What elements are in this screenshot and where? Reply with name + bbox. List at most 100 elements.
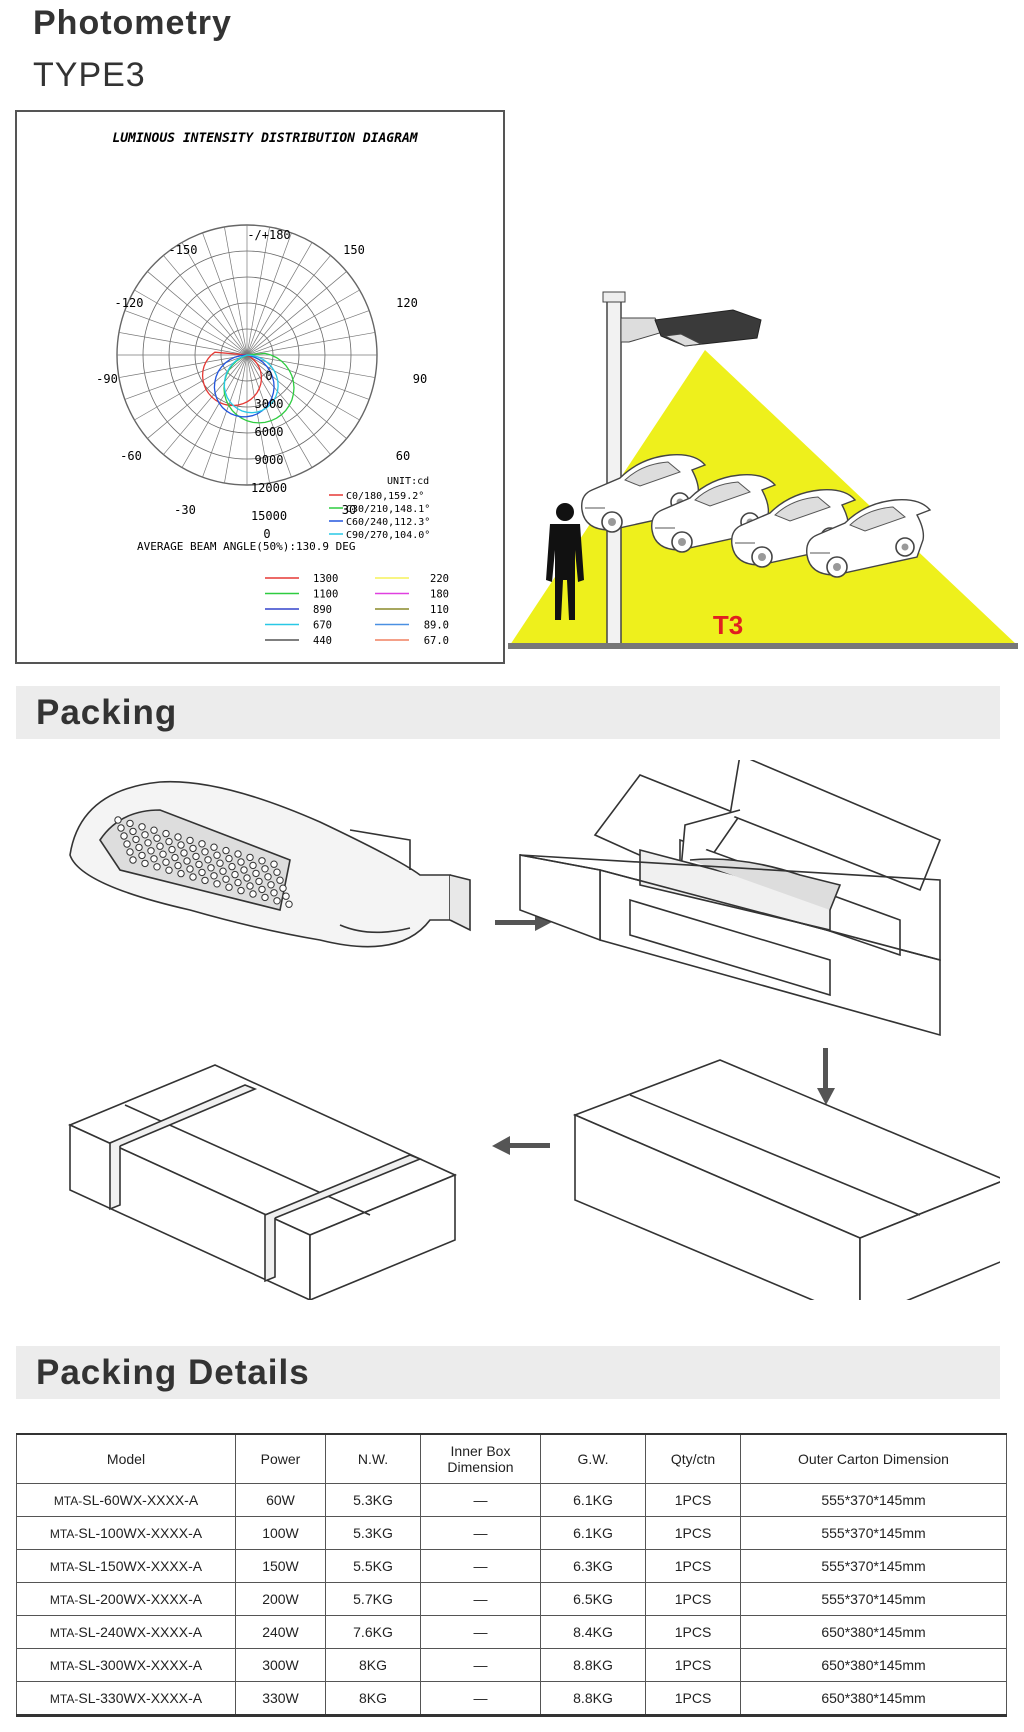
model-cell: MTA-SL-300WX-XXXX-A <box>16 1648 236 1682</box>
polar-grid <box>116 224 378 486</box>
model-prefix: MTA- <box>49 1692 79 1706</box>
nw-cell: 5.5KG <box>325 1549 421 1583</box>
radial-label-3000: 3000 <box>255 397 284 411</box>
header-inner-line2: Dimension <box>447 1459 514 1475</box>
gw-cell: 8.8KG <box>540 1648 646 1682</box>
model-prefix: MTA- <box>49 1593 79 1607</box>
value-legend-label: 89.0 <box>424 620 449 632</box>
value-legend-label: 180 <box>430 589 449 601</box>
luminaire-drawing <box>69 780 471 948</box>
model-cell: MTA-SL-330WX-XXXX-A <box>16 1681 236 1717</box>
header-power: Power <box>235 1433 326 1484</box>
header-model: Model <box>16 1433 236 1484</box>
power-cell: 150W <box>235 1549 326 1583</box>
nw-cell: 5.7KG <box>325 1582 421 1616</box>
angle-label-p60: 60 <box>396 449 410 463</box>
gw-cell: 6.3KG <box>540 1549 646 1583</box>
qty-cell: 1PCS <box>645 1549 741 1583</box>
arrow-down <box>817 1048 835 1105</box>
angle-label-m120: -120 <box>115 296 144 310</box>
fixture-arm <box>663 333 703 347</box>
outer-carton-cell: 555*370*145mm <box>740 1549 1007 1583</box>
outer-carton-cell: 555*370*145mm <box>740 1516 1007 1550</box>
model-name: SL-60WX-XXXX-A <box>82 1492 199 1508</box>
curve-legend: C0/180,159.2° C30/210,148.1° C60/240,112.3… <box>329 491 430 541</box>
model-name: SL-100WX-XXXX-A <box>78 1525 203 1541</box>
radial-label-9000: 9000 <box>255 453 284 467</box>
light-pole <box>606 295 622 647</box>
radial-label-15000: 15000 <box>251 509 287 523</box>
inner-box-cell: — <box>420 1582 541 1616</box>
packing-title: Packing <box>36 693 178 732</box>
angle-label-p120: 120 <box>396 296 418 310</box>
curve-legend-label: C60/240,112.3° <box>346 517 430 528</box>
nw-cell: 7.6KG <box>325 1615 421 1649</box>
packing-details-title: Packing Details <box>36 1353 310 1392</box>
angle-label-m90: -90 <box>96 372 118 386</box>
header-nw: N.W. <box>325 1433 421 1484</box>
model-name: SL-150WX-XXXX-A <box>78 1558 203 1574</box>
inner-box-cell: — <box>420 1516 541 1550</box>
model-prefix: MTA- <box>49 1659 79 1673</box>
qty-cell: 1PCS <box>645 1648 741 1682</box>
inner-box-cell: — <box>420 1648 541 1682</box>
angle-label-p150: 150 <box>343 243 365 257</box>
value-legend-label: 440 <box>313 635 332 647</box>
header-gw: G.W. <box>540 1433 646 1484</box>
gw-cell: 6.1KG <box>540 1516 646 1550</box>
model-name: SL-330WX-XXXX-A <box>78 1690 203 1706</box>
angle-label-0: 0 <box>263 527 270 541</box>
packing-details-table: Model Power N.W. Inner Box Dimension G.W… <box>16 1433 1007 1717</box>
value-legend-label: 1300 <box>313 573 338 585</box>
ground-line <box>508 643 1018 649</box>
t3-label: T3 <box>713 610 743 640</box>
intensity-curve <box>223 354 279 414</box>
photometry-type: TYPE3 <box>33 56 146 94</box>
polar-labels: -/+180 -150 150 -120 120 -90 90 -60 60 -… <box>96 228 427 541</box>
curve-legend-label: C30/210,148.1° <box>346 504 430 515</box>
inner-box-cell: — <box>420 1615 541 1649</box>
car-drawing <box>806 499 932 578</box>
model-prefix: MTA- <box>53 1494 83 1508</box>
header-inner-line1: Inner Box <box>450 1443 511 1459</box>
nw-cell: 5.3KG <box>325 1516 421 1550</box>
angle-label-m60: -60 <box>120 449 142 463</box>
nw-cell: 5.3KG <box>325 1483 421 1517</box>
taped-box-drawing <box>67 1064 458 1300</box>
packing-steps-illustration <box>67 760 1000 1300</box>
gw-cell: 6.5KG <box>540 1582 646 1616</box>
cars-group <box>581 454 932 578</box>
polar-diagram-svg: LUMINOUS INTENSITY DISTRIBUTION DIAGRAM … <box>96 131 449 647</box>
closed-box-drawing <box>572 1059 1000 1300</box>
angle-label-m30: -30 <box>174 503 196 517</box>
person-silhouette <box>546 503 584 620</box>
value-legend-label: 890 <box>313 604 332 616</box>
intensity-curve <box>213 354 275 418</box>
radial-label-12000: 12000 <box>251 481 287 495</box>
power-cell: 240W <box>235 1615 326 1649</box>
polar-curves <box>201 351 295 424</box>
model-cell: MTA-SL-240WX-XXXX-A <box>16 1615 236 1649</box>
power-cell: 100W <box>235 1516 326 1550</box>
angle-label-m150: -150 <box>169 243 198 257</box>
curve-legend-label: C0/180,159.2° <box>346 491 424 502</box>
pole-cap <box>602 291 626 303</box>
model-prefix: MTA- <box>49 1560 79 1574</box>
nw-cell: 8KG <box>325 1681 421 1717</box>
arrow-left <box>492 1136 550 1155</box>
open-box-drawing <box>519 760 942 1037</box>
outer-carton-cell: 555*370*145mm <box>740 1483 1007 1517</box>
value-legend-label: 1100 <box>313 589 338 601</box>
model-cell: MTA-SL-150WX-XXXX-A <box>16 1549 236 1583</box>
angle-label-p90: 90 <box>413 372 427 386</box>
header-inner-box: Inner Box Dimension <box>420 1433 541 1484</box>
street-light-scene: T3 <box>508 291 1018 649</box>
light-bracket <box>620 317 664 343</box>
gw-cell: 6.1KG <box>540 1483 646 1517</box>
value-legend-label: 67.0 <box>424 635 449 647</box>
model-prefix: MTA- <box>49 1626 79 1640</box>
